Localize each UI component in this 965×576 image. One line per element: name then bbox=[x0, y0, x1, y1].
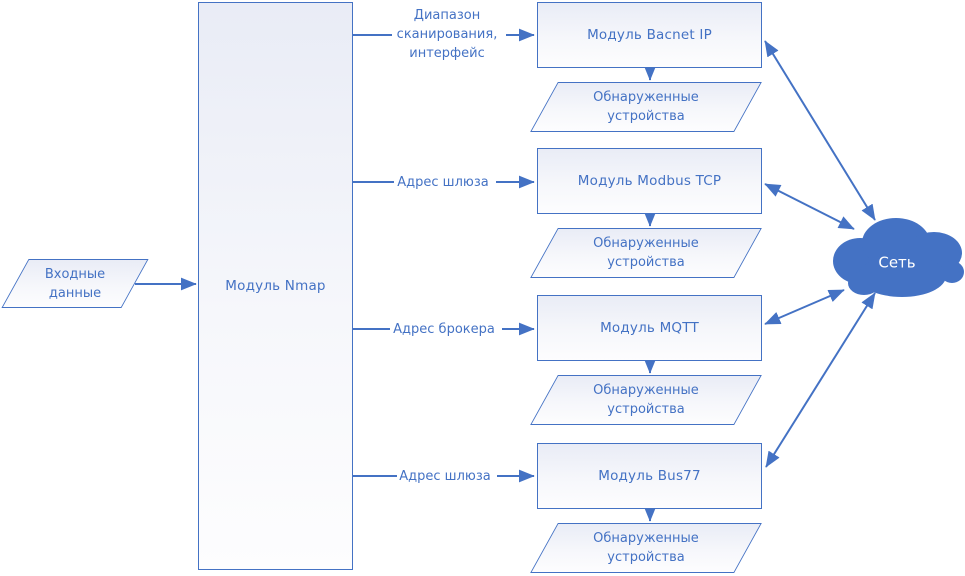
arrow-mqtt-cloud bbox=[764, 289, 845, 325]
connector-label-bacnet: Диапазон сканирования, интерфейс bbox=[396, 8, 498, 61]
output-label-mqtt: Обнаруженные устройства bbox=[593, 383, 699, 417]
network-cloud bbox=[833, 218, 964, 297]
node-modbus-module: Модуль Modbus TCP bbox=[537, 148, 762, 214]
input-label: Входные данные bbox=[44, 266, 106, 301]
connector-label-modbus: Адрес шлюза bbox=[397, 175, 489, 190]
output-parallelogram-modbus: Обнаруженные устройства bbox=[530, 228, 762, 278]
output-parallelogram-bus77: Обнаруженные устройства bbox=[530, 523, 762, 573]
node-bus77-module: Модуль Bus77 bbox=[537, 443, 762, 509]
output-parallelogram-mqtt: Обнаруженные устройства bbox=[530, 375, 762, 425]
connector-label-bus77: Адрес шлюза bbox=[399, 469, 491, 484]
node-nmap-module: Модуль Nmap bbox=[198, 2, 353, 570]
output-parallelogram-bacnet: Обнаруженные устройства bbox=[530, 82, 762, 132]
arrow-bacnet-cloud bbox=[764, 40, 876, 221]
mqtt-label: Модуль MQTT bbox=[600, 320, 699, 336]
output-label-bacnet: Обнаруженные устройства bbox=[593, 90, 699, 124]
cloud-label: Сеть bbox=[878, 254, 915, 272]
connector-label-mqtt: Адрес брокера bbox=[393, 322, 495, 337]
arrow-bus77-cloud bbox=[765, 292, 876, 468]
modbus-label: Модуль Modbus TCP bbox=[577, 173, 722, 189]
bus77-label: Модуль Bus77 bbox=[598, 468, 701, 484]
node-input-data: Входные данные bbox=[1, 259, 149, 308]
output-label-bus77: Обнаруженные устройства bbox=[593, 531, 699, 565]
bacnet-label: Модуль Bacnet IP bbox=[587, 27, 712, 43]
output-label-modbus: Обнаруженные устройства bbox=[593, 236, 699, 270]
node-bacnet-module: Модуль Bacnet IP bbox=[537, 2, 762, 68]
arrow-modbus-cloud bbox=[764, 183, 855, 230]
node-mqtt-module: Модуль MQTT bbox=[537, 295, 762, 361]
nmap-label: Модуль Nmap bbox=[225, 278, 326, 294]
